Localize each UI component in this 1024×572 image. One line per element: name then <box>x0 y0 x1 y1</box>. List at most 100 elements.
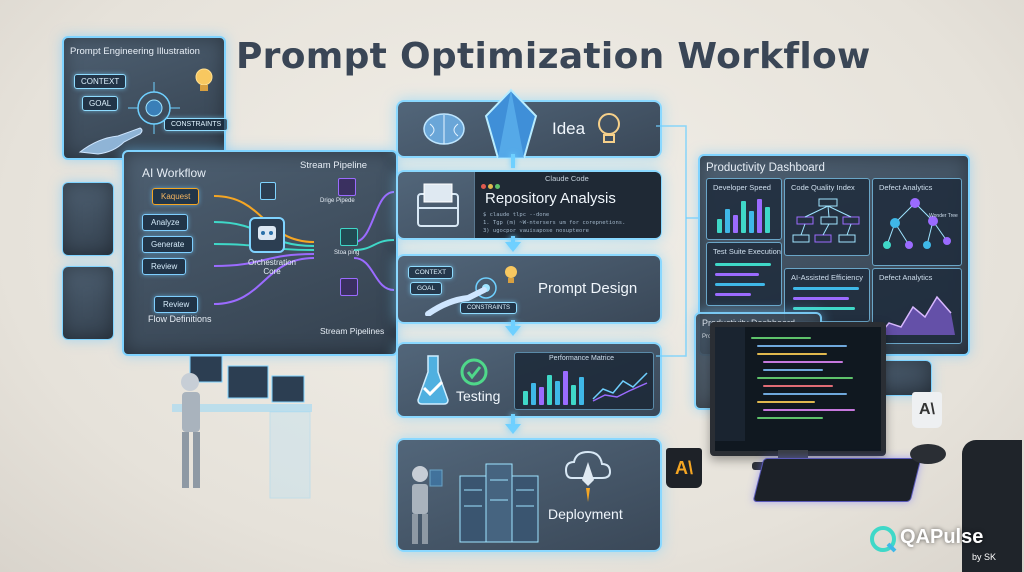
test-progress-line <box>715 293 751 296</box>
idea-label: Idea <box>552 119 586 138</box>
deployment-step[interactable]: Deployment <box>396 438 662 552</box>
speed-bar <box>717 219 722 233</box>
brand-name: QAPulse <box>900 526 984 548</box>
defect-area-chart <box>879 295 955 336</box>
cloud-rocket-icon <box>564 450 612 502</box>
page-title: Prompt Optimization Workflow <box>236 36 871 77</box>
keyboard <box>752 458 922 502</box>
workflow-connectors <box>213 191 394 305</box>
ai-workflow-title: AI Workflow <box>142 166 206 180</box>
test-suite-label: Test Suite Execution <box>713 247 781 256</box>
file-cabinet-icon <box>417 183 459 227</box>
defect-analytics-chart-label: Defect Analytics <box>879 273 933 282</box>
code-line <box>763 369 823 371</box>
window-title: Claude Code <box>545 174 589 183</box>
workflow-item-analyze: Analyze <box>142 214 189 231</box>
developer-speed-bars <box>715 197 775 233</box>
speed-bar <box>757 199 762 233</box>
speed-bar <box>725 209 730 233</box>
perf-bar <box>539 387 544 405</box>
productivity-dashboard-panel: Productivity Dashboard Developer Speed C… <box>698 154 970 356</box>
stream-pipeline-title: Stream Pipeline <box>300 160 368 171</box>
chair <box>962 440 1022 572</box>
perf-bar <box>547 375 552 405</box>
code-line <box>757 401 815 403</box>
code-line-1: $ claude tlpc --done <box>483 212 550 218</box>
doc-icon-top <box>260 182 276 200</box>
test-progress-line <box>715 283 765 286</box>
claude-code-window: Claude Code Repository Analysis $ claude… <box>474 172 661 238</box>
defect-analytics-card: Defect Analytics Wonder Tree <box>872 178 962 266</box>
perf-bar <box>571 385 576 405</box>
stream-node-2 <box>340 228 358 246</box>
workflow-item-review: Review <box>142 258 187 275</box>
stream-output-2: Stoa ping <box>334 250 360 256</box>
robot-desk-illustration <box>172 355 312 499</box>
code-card-left-2 <box>62 266 114 340</box>
perf-bar <box>531 383 536 405</box>
speed-bar <box>765 207 770 233</box>
workflow-item-kaquest: Kaquest <box>152 188 200 205</box>
code-line <box>763 393 847 395</box>
dashboard-connector <box>656 125 700 357</box>
ai-workflow-panel: AI Workflow Stream Pipeline Kaquest Anal… <box>122 150 398 356</box>
flow-definitions-label: Flow Definitions <box>148 314 212 324</box>
robot-small-icon <box>412 466 443 544</box>
repository-analysis-label: Repository Analysis <box>485 190 616 207</box>
prompt-illustration-title: Prompt Engineering Illustration <box>70 46 200 57</box>
server-stack-icon <box>459 463 539 543</box>
brain-network-icon <box>128 82 180 134</box>
code-line <box>757 377 853 379</box>
perf-bar <box>523 391 528 405</box>
code-line <box>763 385 833 387</box>
monitor-sidebar <box>715 327 745 441</box>
speed-bar <box>749 211 754 233</box>
performance-chart-panel: Performance Matrice <box>514 352 654 410</box>
lightbulb-icon <box>195 68 213 91</box>
perf-bar <box>579 377 584 405</box>
arrow-down-4 <box>505 424 521 434</box>
check-circle-icon <box>460 358 488 386</box>
code-line <box>757 353 827 355</box>
wonder-tree-label: Wonder Tree <box>929 213 958 219</box>
constraints-chip: CONSTRAINTS <box>460 302 518 314</box>
workflow-item-generate: Generate <box>142 236 194 253</box>
code-quality-label: Code Quality Index <box>791 183 855 192</box>
testing-label: Testing <box>456 388 501 404</box>
test-progress-line <box>715 273 759 276</box>
performance-bars <box>521 367 587 405</box>
goal-chip: GOAL <box>82 96 119 111</box>
brain-icon <box>423 113 465 145</box>
testing-step[interactable]: Testing Performance Matrice <box>396 342 662 418</box>
code-quality-card: Code Quality Index <box>784 178 870 256</box>
prompt-design-step[interactable]: CONTEXT GOAL CONSTRAINTS Prompt Design <box>396 254 662 324</box>
qapulse-logo-icon <box>870 526 897 553</box>
code-quality-tree <box>792 198 860 243</box>
efficiency-line <box>793 307 855 310</box>
lightbulb-icon <box>598 113 620 143</box>
code-line <box>751 337 811 339</box>
code-line-2: 1. Tgp (m) ~W-ntersers um for corepnetio… <box>483 220 626 226</box>
repository-analysis-step[interactable]: Claude Code Repository Analysis $ claude… <box>396 170 662 240</box>
window-controls <box>481 176 500 194</box>
speed-bar <box>733 215 738 233</box>
stream-node-1 <box>338 178 356 196</box>
mug-right: A\ <box>912 392 942 428</box>
flask-icon <box>417 355 449 405</box>
ai-efficiency-card: AI-Assisted Efficiency <box>784 268 870 322</box>
defect-analytics-chart-card: Defect Analytics <box>872 268 962 344</box>
performance-line <box>592 372 648 402</box>
stream-pipelines-label: Stream Pipelines <box>320 326 385 336</box>
arrow-stem-3 <box>511 320 515 328</box>
prompt-design-label: Prompt Design <box>538 280 638 297</box>
perf-bar <box>555 381 560 405</box>
efficiency-line <box>793 297 849 300</box>
code-line <box>757 417 823 419</box>
test-progress-line <box>715 263 771 266</box>
defect-analytics-label: Defect Analytics <box>879 183 933 192</box>
brand-sub: by SK <box>972 552 997 562</box>
monitor <box>710 322 886 456</box>
code-line <box>763 361 843 363</box>
hand-icon <box>78 127 143 155</box>
constraints-chip: CONSTRAINTS <box>164 118 229 131</box>
